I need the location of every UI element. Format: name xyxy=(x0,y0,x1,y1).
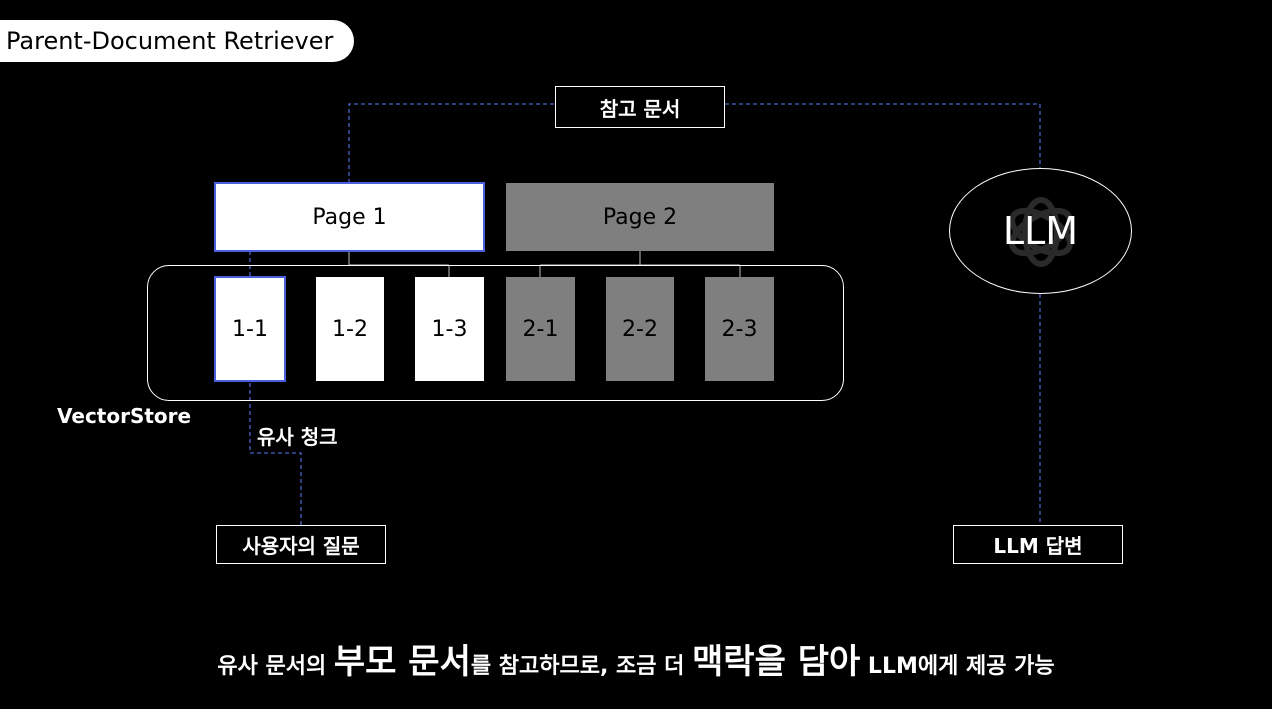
similar-chunk-label: 유사 청크 xyxy=(257,425,338,449)
openai-logo-icon xyxy=(1009,197,1073,267)
llm-node: LLM xyxy=(949,168,1132,294)
vectorstore-label: VectorStore xyxy=(57,404,192,428)
user-question-label: 사용자의 질문 xyxy=(216,525,386,564)
chunk-1-1: 1-1 xyxy=(214,276,286,382)
chunk-1-2: 1-2 xyxy=(316,277,384,381)
chunk-1-3: 1-3 xyxy=(415,277,484,381)
caption-part-1: 유사 문서의 xyxy=(217,654,334,679)
question-to-chunk-line xyxy=(249,381,302,525)
llm-answer-label: LLM 답변 xyxy=(953,525,1123,564)
caption-part-2: 를 참고하므로, 조금 더 xyxy=(470,654,693,679)
page-2-box: Page 2 xyxy=(506,183,774,251)
chunk-2-1: 2-1 xyxy=(506,277,575,381)
vectorstore-frame xyxy=(147,265,844,401)
caption-part-3: LLM에게 제공 가능 xyxy=(860,654,1055,679)
llm-label: LLM xyxy=(1002,209,1079,253)
ref-doc-to-llm-line xyxy=(725,103,1041,168)
ref-doc-to-page1-line xyxy=(348,103,555,183)
caption: 유사 문서의 부모 문서를 참고하므로, 조금 더 맥락을 담아 LLM에게 제… xyxy=(0,634,1272,683)
chunk-2-2: 2-2 xyxy=(606,277,674,381)
reference-document-label: 참고 문서 xyxy=(555,86,725,128)
caption-emphasis-2: 맥락을 담아 xyxy=(692,642,861,682)
diagram-title: Parent-Document Retriever xyxy=(0,20,354,62)
chunk-2-3: 2-3 xyxy=(705,277,774,381)
page-1-box: Page 1 xyxy=(214,182,485,252)
caption-emphasis-1: 부모 문서 xyxy=(333,642,471,682)
